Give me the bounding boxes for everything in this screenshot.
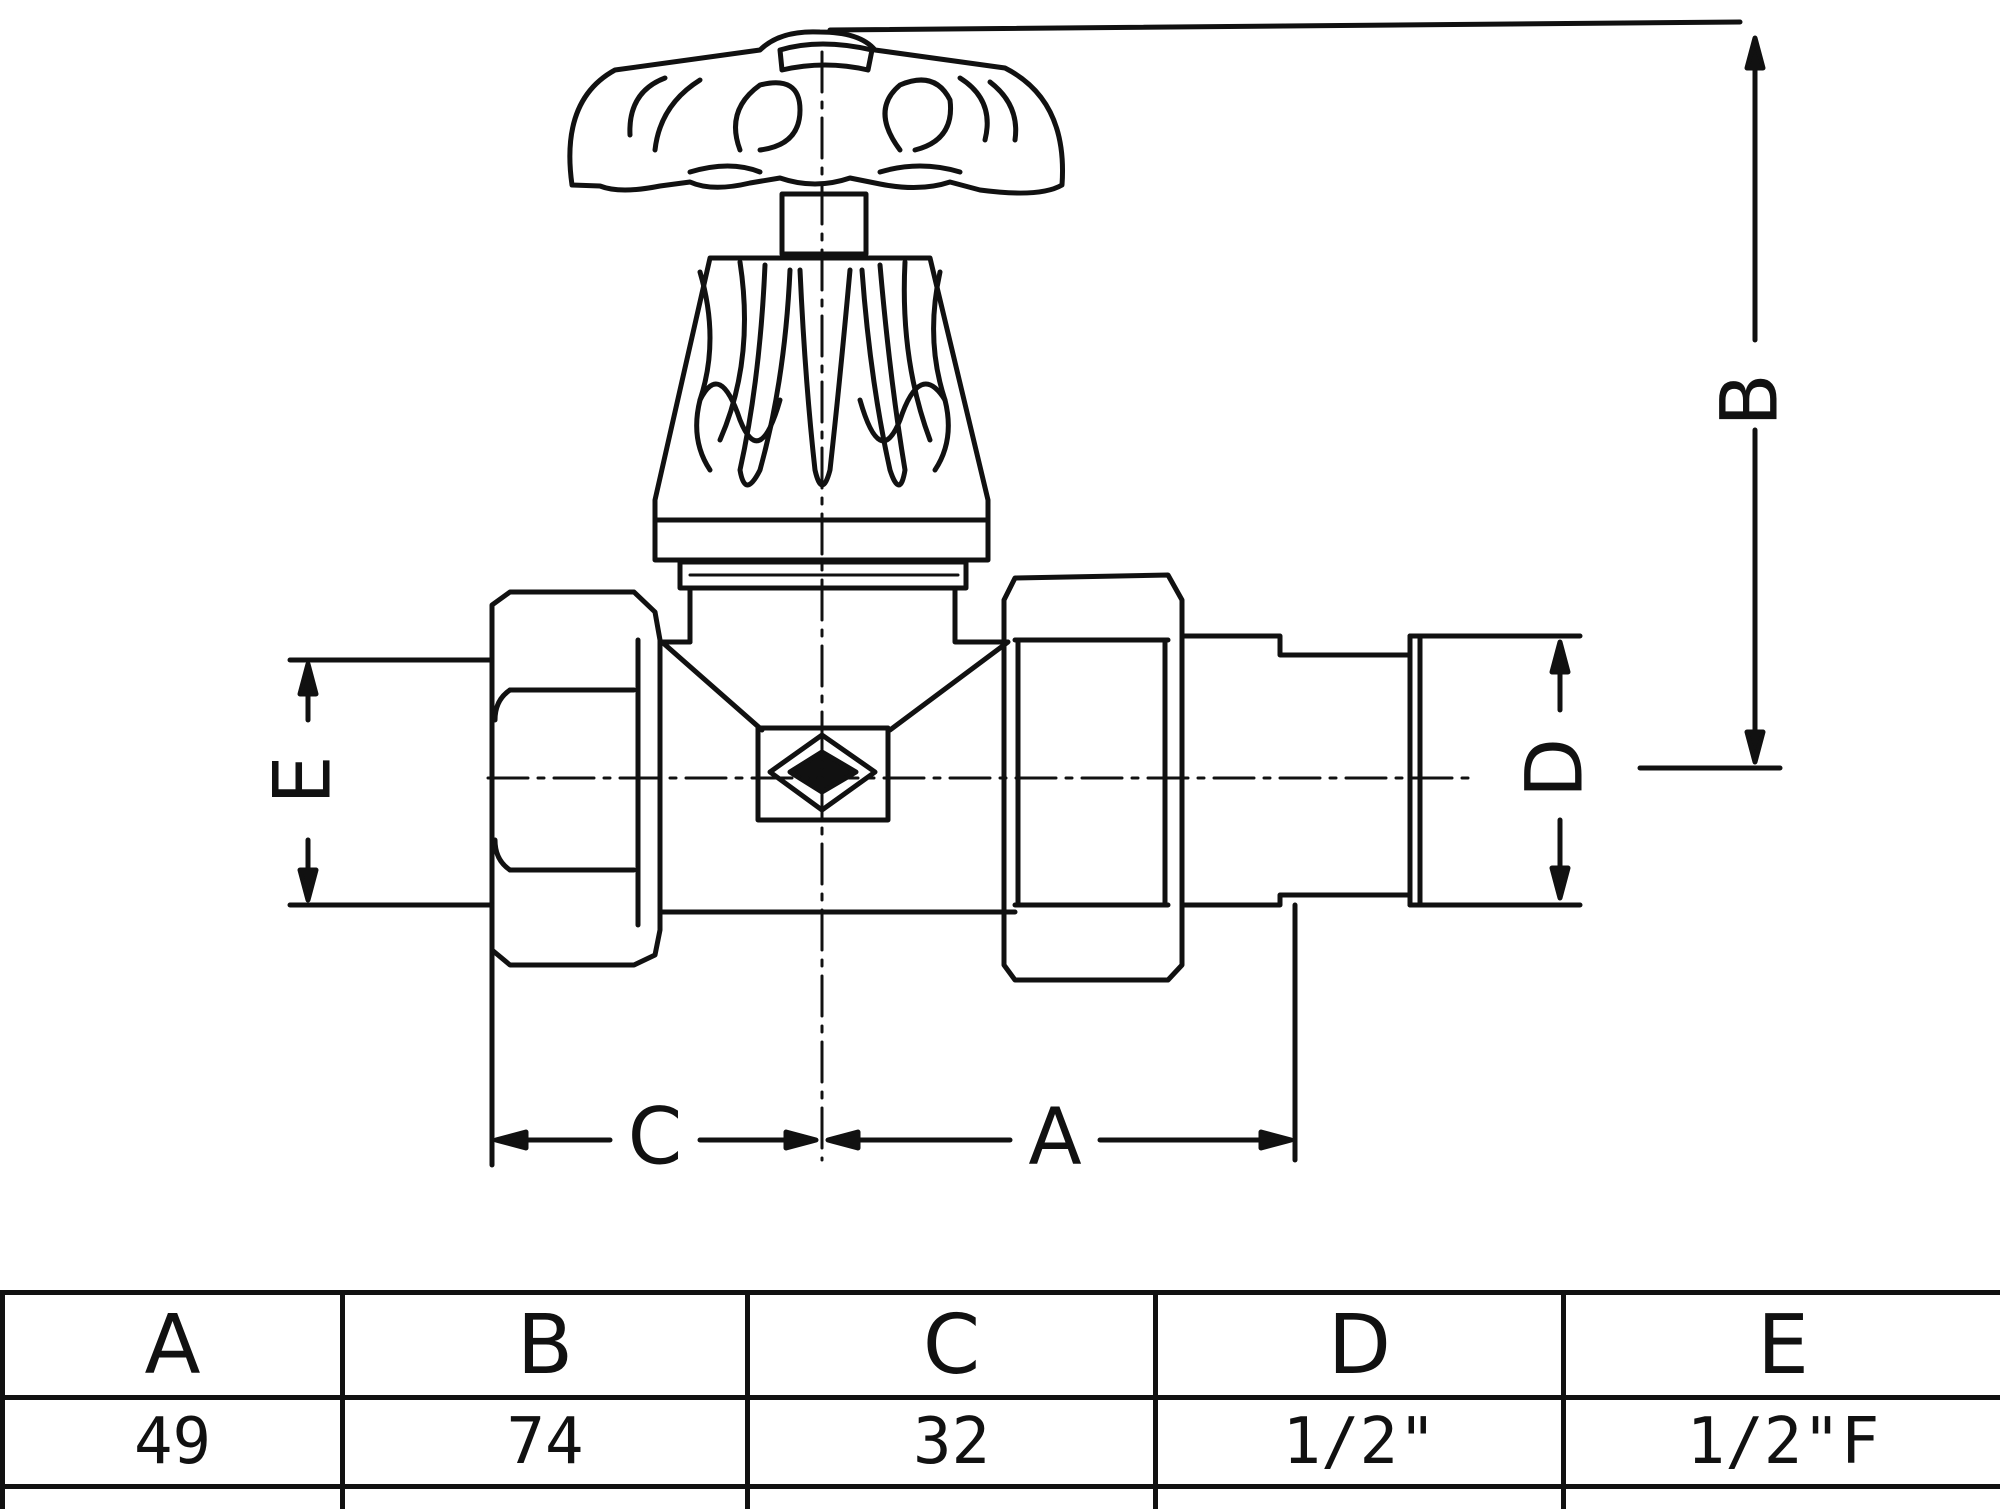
stem xyxy=(782,194,866,254)
header-cell-e: E xyxy=(1564,1293,2000,1398)
dimension-label-c: C xyxy=(628,1092,682,1182)
dimension-label-b: B xyxy=(1705,373,1795,427)
cropped-cell xyxy=(343,1487,748,1509)
table-row: 49 74 32 1/2" 1/2"F xyxy=(3,1398,2000,1487)
value-cell-b: 74 xyxy=(343,1398,748,1487)
cropped-cell xyxy=(748,1487,1156,1509)
cropped-cell xyxy=(1564,1487,2000,1509)
header-cell-a: A xyxy=(3,1293,343,1398)
table-cropped-row xyxy=(3,1487,2000,1509)
value-cell-a: 49 xyxy=(3,1398,343,1487)
header-cell-c: C xyxy=(748,1293,1156,1398)
handwheel xyxy=(570,32,1063,193)
dimension-c-a xyxy=(492,905,1295,1165)
cropped-cell xyxy=(1156,1487,1564,1509)
value-cell-c: 32 xyxy=(748,1398,1156,1487)
cropped-cell xyxy=(3,1487,343,1509)
header-cell-d: D xyxy=(1156,1293,1564,1398)
dimension-table: A B C D E 49 74 32 1/2" 1/2"F xyxy=(0,1290,2000,1509)
dimension-label-a: A xyxy=(1028,1092,1081,1182)
valve-neck xyxy=(662,588,1008,730)
header-cell-b: B xyxy=(343,1293,748,1398)
value-cell-e: 1/2"F xyxy=(1564,1398,2000,1487)
dimension-label-d: D xyxy=(1510,738,1600,798)
centre-lines xyxy=(488,52,1470,1160)
male-tail xyxy=(1182,636,1420,905)
value-cell-d: 1/2" xyxy=(1156,1398,1564,1487)
table-header-row: A B C D E xyxy=(3,1293,2000,1398)
dimension-label-e: E xyxy=(258,755,348,804)
